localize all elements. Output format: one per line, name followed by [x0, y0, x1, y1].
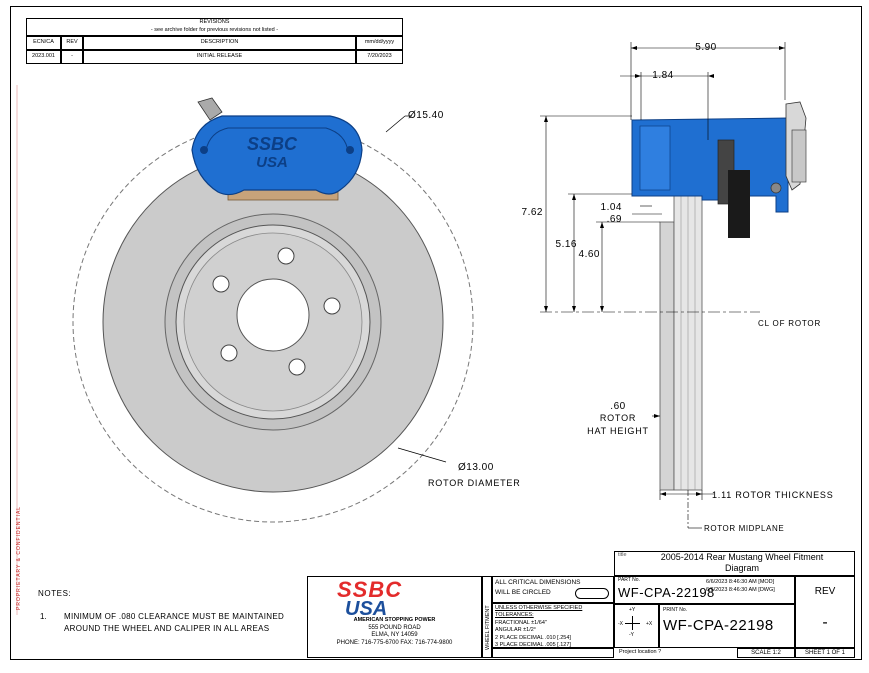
- part-no-label: PART No.: [618, 577, 640, 583]
- dim-1-04: 1.04: [601, 202, 622, 213]
- notes-heading: NOTES:: [38, 589, 72, 598]
- side-view: [540, 42, 807, 529]
- project-location: Project location ?: [619, 649, 662, 655]
- company-phone: PHONE: 716-775-6700 FAX: 716-774-9800: [336, 640, 453, 646]
- rev-row-ecn: 2023.001: [32, 53, 55, 59]
- lug-hole: [212, 275, 230, 293]
- tol-line-5: 2 PLACE DECIMAL .010 [.254]: [495, 635, 571, 641]
- rotor-diameter-label: ROTOR DIAMETER: [428, 478, 521, 488]
- print-no-value: WF-CPA-22198: [663, 617, 774, 634]
- title-block: title 2005-2014 Rear Mustang Wheel Fitme…: [307, 551, 855, 658]
- axis-y-minus: -Y: [629, 632, 634, 638]
- dim-5-90: 5.90: [695, 42, 716, 53]
- title-prefix: title: [618, 552, 627, 558]
- cl-of-rotor-label: CL OF ROTOR: [758, 319, 821, 328]
- sheet-value: SHEET 1 OF 1: [805, 650, 845, 656]
- lug-hole: [220, 344, 238, 362]
- drawing-border: [10, 6, 862, 660]
- rev-header-date: mm/dd/yyyy: [364, 39, 395, 45]
- revisions-title: REVISIONS: [199, 19, 230, 25]
- dim-0-69: .69: [607, 214, 622, 225]
- dim-7-62: 7.62: [522, 207, 543, 218]
- drawing-title-line1: 2005-2014 Rear Mustang Wheel Fitment: [660, 552, 824, 562]
- wheel-fitment-label: WHEEL FITMENT: [485, 605, 491, 650]
- date-dwg: 6/6/2023 8:46:30 AM [DWG]: [706, 587, 775, 593]
- rev-row-description: INITIAL RELEASE: [196, 53, 243, 59]
- dim-15-40: Ø15.40: [408, 110, 444, 121]
- dim-13-00: Ø13.00: [458, 462, 494, 473]
- notes-item-line1: MINIMUM OF .080 CLEARANCE MUST BE MAINTA…: [64, 612, 285, 621]
- revisions-table: REVISIONS - see archive folder for previ…: [26, 18, 403, 64]
- company-address-2: ELMA, NY 14059: [371, 632, 418, 638]
- dim-4-60: 4.60: [579, 249, 600, 260]
- lug-hole: [277, 247, 295, 265]
- caliper-logo-bottom: USA: [256, 154, 288, 171]
- revisions-note: - see archive folder for previous revisi…: [150, 27, 279, 33]
- tol-line-6: 3 PLACE DECIMAL .005 [.127]: [495, 642, 571, 648]
- rev-label: REV: [814, 586, 836, 597]
- rev-row-rev: -: [71, 53, 73, 59]
- scale-value: SCALE 1:2: [751, 650, 781, 656]
- notes-item-line2: AROUND THE WHEEL AND CALIPER IN ALL AREA…: [64, 624, 270, 633]
- wheel-clearance-circle: [72, 121, 474, 523]
- critical-oval: [575, 588, 609, 599]
- wheel-fitment-vertical: WHEEL FITMENT: [485, 605, 491, 650]
- notes-item-number: 1.: [40, 612, 47, 621]
- rev-header-description: DESCRIPTION: [200, 39, 239, 45]
- axis-y-plus: +Y: [629, 607, 636, 613]
- lug-hole: [288, 358, 306, 376]
- tol-line-4: ANGULAR ±1/2°: [495, 627, 536, 633]
- rotor-midplane-label: ROTOR MIDPLANE: [704, 524, 784, 533]
- hat-height-value: .60: [610, 401, 625, 412]
- drawing-title-line2: Diagram: [724, 563, 759, 573]
- part-no-value: WF-CPA-22198: [618, 585, 715, 600]
- tol-line-3: FRACTIONAL ±1/64": [495, 620, 547, 626]
- axis-x-minus: -X: [618, 621, 623, 627]
- company-tagline: AMERICAN STOPPING POWER: [353, 617, 436, 623]
- date-mod: 6/6/2023 8:46:30 AM [MOD]: [706, 579, 775, 585]
- rev-row-date: 7/20/2023: [367, 53, 392, 59]
- axis-x-plus: +X: [646, 621, 653, 627]
- rev-header-ecn: ECN/CA: [33, 39, 54, 45]
- front-caliper: SSBC USA: [191, 97, 363, 201]
- hat-height-label-1: ROTOR: [600, 413, 636, 423]
- side-confidential-strip: PROPRIETARY & CONFIDENTIAL: [16, 85, 22, 615]
- rev-value: -: [822, 614, 828, 631]
- lug-hole: [323, 297, 341, 315]
- side-strip-text: PROPRIETARY & CONFIDENTIAL: [16, 506, 22, 610]
- tol-line-1: UNLESS OTHERWISE SPECIFIED: [495, 605, 583, 611]
- dim-5-16: 5.16: [556, 239, 577, 250]
- rotor-center-bore: [236, 278, 310, 352]
- hat-height-label-2: HAT HEIGHT: [587, 426, 649, 436]
- tol-line-2: TOLERANCES:: [495, 612, 534, 618]
- caliper-logo-top: SSBC: [247, 134, 298, 154]
- rev-header-rev: REV: [66, 39, 78, 45]
- critical-dims-1: ALL CRITICAL DIMENSIONS: [495, 579, 581, 586]
- rotor-thickness-label: 1.11 ROTOR THICKNESS: [712, 490, 834, 500]
- dim-1-84: 1.84: [652, 70, 673, 81]
- company-logo-bottom: USA: [345, 598, 388, 620]
- company-logo-top: SSBC: [337, 577, 403, 602]
- print-no-label: PRINT No.: [663, 607, 688, 613]
- company-address-1: 555 POUND ROAD: [368, 625, 421, 631]
- critical-dims-2: WILL BE CIRCLED: [495, 589, 551, 596]
